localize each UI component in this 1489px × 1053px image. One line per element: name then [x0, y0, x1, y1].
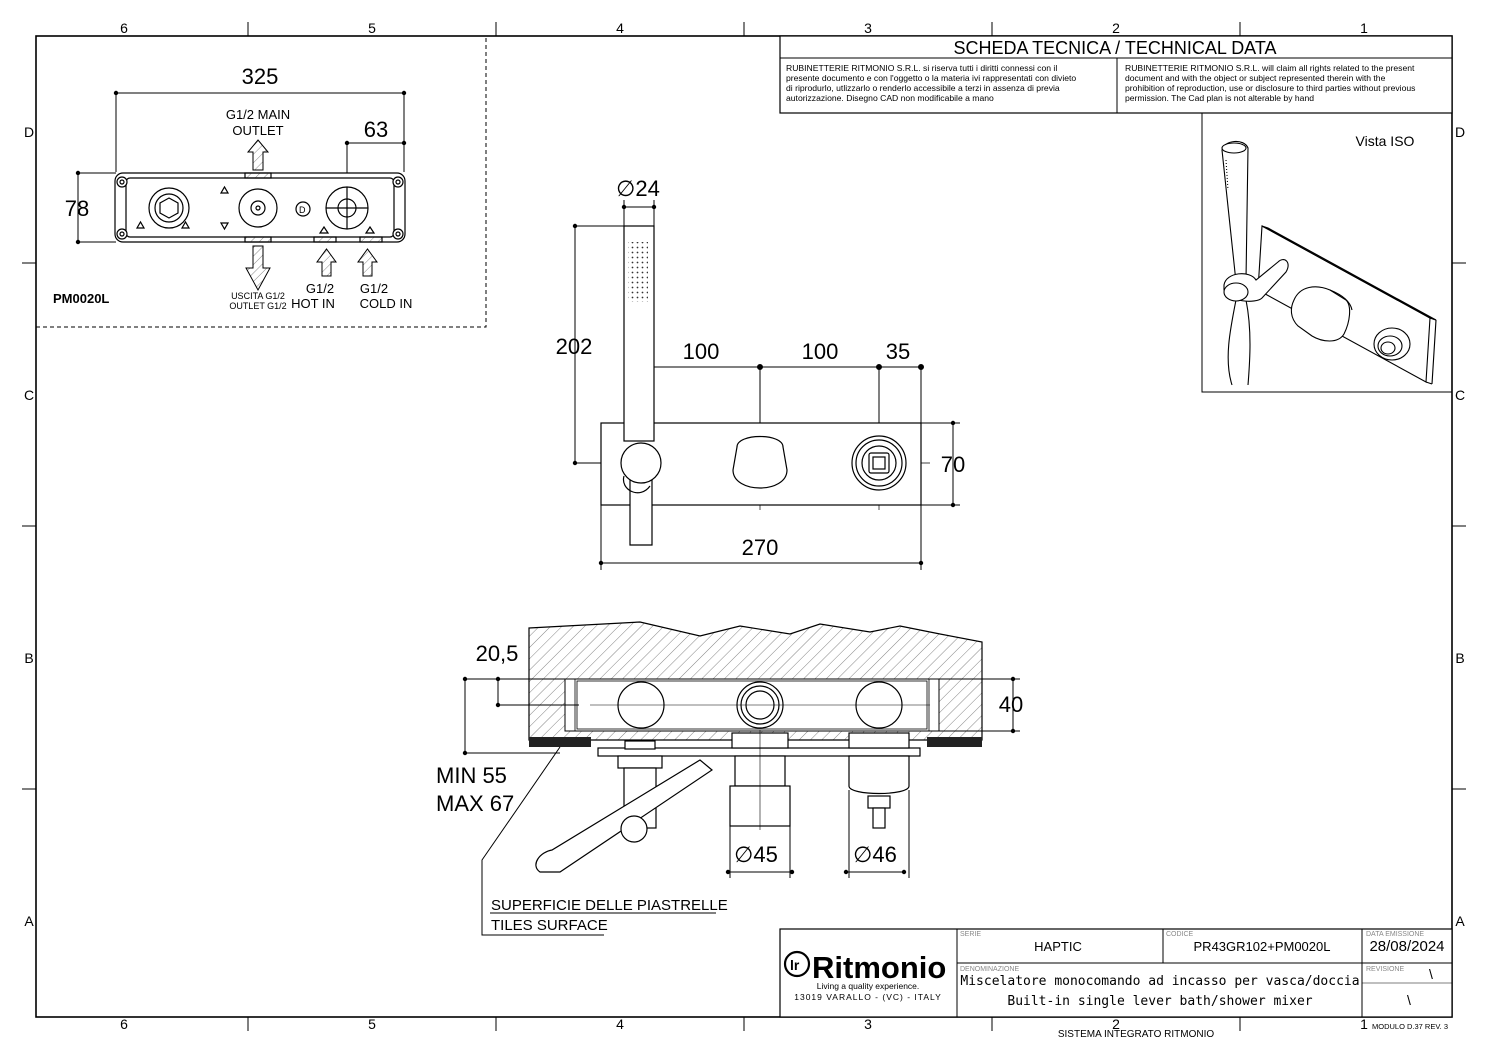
row-label: D — [24, 124, 34, 140]
row-label: B — [1455, 650, 1464, 666]
dim-diameter-46: ∅46 — [853, 842, 897, 867]
technical-data-header: SCHEDA TECNICA / TECHNICAL DATA RUBINETT… — [779, 35, 1453, 114]
column-labels-bottom: 6 5 4 3 2 1 — [120, 1016, 1368, 1032]
svg-text:lr: lr — [790, 957, 800, 973]
description-it: Miscelatore monocomando ad incasso per v… — [960, 974, 1359, 989]
revision-mark: \ — [1407, 992, 1411, 1008]
dim-325: 325 — [242, 64, 279, 89]
header-title: SCHEDA TECNICA / TECHNICAL DATA — [953, 38, 1276, 58]
row-label: C — [24, 387, 34, 403]
dim-40: 40 — [999, 692, 1023, 717]
tagline: Living a quality experience. — [817, 981, 920, 991]
dim-202: 202 — [556, 334, 593, 359]
main-outlet-label: G1/2 MAIN — [226, 107, 290, 122]
copyright-line: presente documento e con l'oggetto o la … — [786, 73, 1076, 83]
section-view: 20,5 40 MIN 55 MAX 67 ∅45 ∅46 SUPERFICIE… — [436, 621, 1023, 936]
codice-value: PR43GR102+PM0020L — [1194, 939, 1331, 954]
copyright-it: RUBINETTERIE RITMONIO S.R.L. si riserva … — [786, 63, 1076, 103]
row-labels-right: D C B A — [1455, 124, 1465, 929]
svg-text:D: D — [299, 205, 306, 215]
dim-100a: 100 — [683, 339, 720, 364]
address: 13019 VARALLO - (VC) - ITALY — [794, 992, 942, 1002]
row-label: C — [1455, 387, 1465, 403]
row-label: B — [24, 650, 33, 666]
col-label: 3 — [864, 20, 872, 36]
col-label: 6 — [120, 20, 128, 36]
dim-20-5: 20,5 — [476, 641, 519, 666]
row-labels-left: D C B A — [24, 124, 34, 929]
column-labels-top: 6 5 4 3 2 1 — [120, 20, 1368, 36]
drawing-frame — [22, 22, 1466, 1031]
main-outlet-label: OUTLET — [232, 123, 283, 138]
system-footer: SISTEMA INTEGRATO RITMONIO — [1058, 1029, 1215, 1040]
col-label: 3 — [864, 1016, 872, 1032]
col-label: 1 — [1360, 1016, 1368, 1032]
copyright-line: document and with the object or subject … — [1125, 73, 1386, 83]
tiles-surface-en: TILES SURFACE — [491, 917, 608, 934]
dim-63: 63 — [364, 117, 388, 142]
dim-max: MAX 67 — [436, 791, 514, 816]
copyright-line: di riprodurlo, utlizzarlo o renderlo acc… — [786, 83, 1060, 93]
hot-in-label: HOT IN — [291, 296, 335, 311]
col-label: 5 — [368, 1016, 376, 1032]
cold-in-label: COLD IN — [360, 296, 413, 311]
uscita-label: OUTLET G1/2 — [229, 301, 286, 311]
copyright-line: RUBINETTERIE RITMONIO S.R.L. will claim … — [1125, 63, 1415, 73]
row-label: A — [1455, 913, 1465, 929]
shower-nozzles — [628, 242, 648, 302]
col-label: 5 — [368, 20, 376, 36]
dim-diameter-24: ∅24 — [616, 176, 660, 201]
col-label: 6 — [120, 1016, 128, 1032]
dim-78: 78 — [65, 196, 89, 221]
dim-35: 35 — [886, 339, 910, 364]
dim-270: 270 — [742, 535, 779, 560]
serie-label: SERIE — [960, 931, 981, 938]
col-label: 4 — [616, 1016, 624, 1032]
module-footer: MODULO D.37 REV. 3 — [1372, 1022, 1448, 1031]
copyright-line: autorizzazione. Disegno CAD non modifica… — [786, 93, 994, 103]
dim-70: 70 — [941, 452, 965, 477]
dim-min: MIN 55 — [436, 763, 507, 788]
dim-100b: 100 — [802, 339, 839, 364]
copyright-line: RUBINETTERIE RITMONIO S.R.L. si riserva … — [786, 63, 1057, 73]
col-label: 1 — [1360, 20, 1368, 36]
serie-value: HAPTIC — [1034, 939, 1082, 954]
dim-diameter-45: ∅45 — [734, 842, 778, 867]
copyright-en: RUBINETTERIE RITMONIO S.R.L. will claim … — [1125, 63, 1415, 103]
description-en: Built-in single lever bath/shower mixer — [1007, 994, 1312, 1009]
copyright-line: permission. The Cad plan is not alterabl… — [1125, 93, 1314, 103]
front-view: ∅24 202 100 100 35 70 270 — [556, 176, 965, 570]
title-block: lr Ritmonio Living a quality experience.… — [779, 928, 1453, 1018]
denominazione-label: DENOMINAZIONE — [960, 966, 1019, 973]
cold-in-label: G1/2 — [360, 281, 388, 296]
row-label: A — [24, 913, 34, 929]
data-label: DATA EMISSIONE — [1366, 931, 1424, 938]
codice-label: CODICE — [1166, 931, 1194, 938]
hot-in-label: G1/2 — [306, 281, 334, 296]
inset-box-view: 325 63 78 D — [36, 36, 487, 328]
col-label: 4 — [616, 20, 624, 36]
brand-name: Ritmonio — [812, 950, 946, 985]
col-label: 2 — [1112, 1016, 1120, 1032]
data-value: 28/08/2024 — [1369, 938, 1444, 955]
revisione-label: REVISIONE — [1366, 966, 1404, 973]
tiles-surface-it: SUPERFICIE DELLE PIASTRELLE — [491, 897, 728, 914]
copyright-line: prohibition of reproduction, use or disc… — [1125, 83, 1415, 93]
product-code: PM0020L — [53, 291, 109, 306]
uscita-label: USCITA G1/2 — [231, 291, 285, 301]
ritmonio-logo: lr Ritmonio Living a quality experience.… — [783, 950, 946, 1002]
row-label: D — [1455, 124, 1465, 140]
col-label: 2 — [1112, 20, 1120, 36]
iso-view: Vista ISO — [1201, 112, 1453, 393]
revision-mark: \ — [1429, 966, 1433, 982]
iso-label: Vista ISO — [1356, 133, 1415, 149]
